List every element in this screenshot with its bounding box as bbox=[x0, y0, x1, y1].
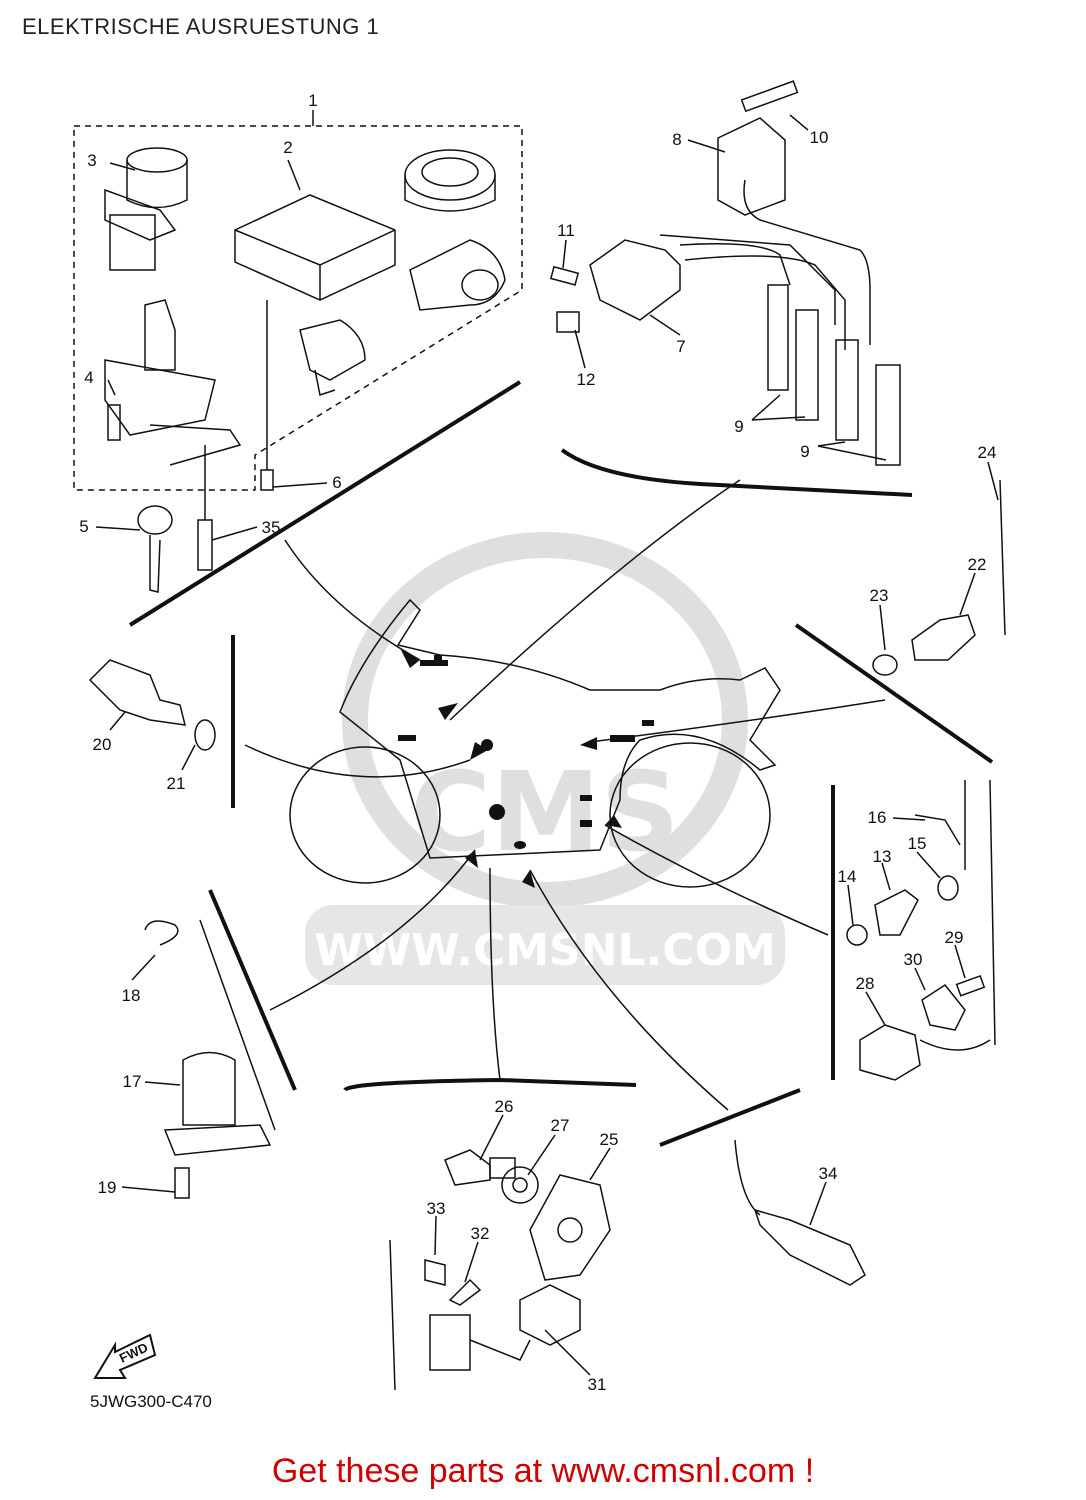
part-number: 22 bbox=[968, 555, 987, 574]
parts-callout-link[interactable]: Get these parts at www.cmsnl.com ! bbox=[271, 1452, 815, 1490]
part-number: 11 bbox=[557, 221, 575, 240]
part-number: 1 bbox=[308, 91, 317, 110]
part-number: 13 bbox=[873, 847, 892, 866]
part-number: 3 bbox=[87, 151, 96, 170]
part-number: 28 bbox=[856, 974, 875, 993]
part-number-labels: 1 2 3 4 5 6 7 8 9 9 10 11 12 13 14 15 16… bbox=[79, 91, 996, 1394]
part-number: 4 bbox=[84, 368, 93, 387]
part-number: 6 bbox=[332, 473, 341, 492]
part-number: 29 bbox=[945, 928, 964, 947]
part-number: 15 bbox=[908, 834, 927, 853]
page-title: ELEKTRISCHE AUSRUESTUNG 1 bbox=[22, 14, 380, 39]
diagram-code: 5JWG300-C470 bbox=[90, 1392, 212, 1411]
part-number: 30 bbox=[904, 950, 923, 969]
part-number: 9 bbox=[800, 442, 809, 461]
fwd-label: FWD bbox=[117, 1340, 150, 1366]
watermark: CMS WWW.CMSNL.COM bbox=[305, 532, 785, 985]
part-number: 26 bbox=[495, 1097, 514, 1116]
part-number: 23 bbox=[870, 586, 889, 605]
part-number: 19 bbox=[98, 1178, 117, 1197]
part-number: 32 bbox=[471, 1224, 490, 1243]
part-number: 27 bbox=[551, 1116, 570, 1135]
watermark-url: WWW.CMSNL.COM bbox=[314, 925, 776, 976]
part-number: 14 bbox=[838, 867, 857, 886]
part-number: 18 bbox=[122, 986, 141, 1005]
part-number: 25 bbox=[600, 1130, 619, 1149]
part-number: 24 bbox=[978, 443, 997, 462]
part-number: 7 bbox=[676, 337, 685, 356]
part-number: 8 bbox=[672, 130, 681, 149]
part-number: 10 bbox=[810, 128, 829, 147]
part-number: 35 bbox=[262, 518, 281, 537]
arrowheads bbox=[398, 648, 654, 888]
watermark-logo: CMS bbox=[410, 748, 679, 876]
part-number: 17 bbox=[123, 1072, 142, 1091]
kit-outline bbox=[73, 125, 523, 491]
part-number: 31 bbox=[588, 1375, 607, 1394]
part-number: 12 bbox=[577, 370, 596, 389]
part-number: 33 bbox=[427, 1199, 446, 1218]
part-number: 21 bbox=[167, 774, 186, 793]
part-number: 9 bbox=[734, 417, 743, 436]
part-number: 34 bbox=[819, 1164, 838, 1183]
part-number: 20 bbox=[93, 735, 112, 754]
part-number: 5 bbox=[79, 517, 88, 536]
part-number: 16 bbox=[868, 808, 887, 827]
part-number: 2 bbox=[283, 138, 292, 157]
